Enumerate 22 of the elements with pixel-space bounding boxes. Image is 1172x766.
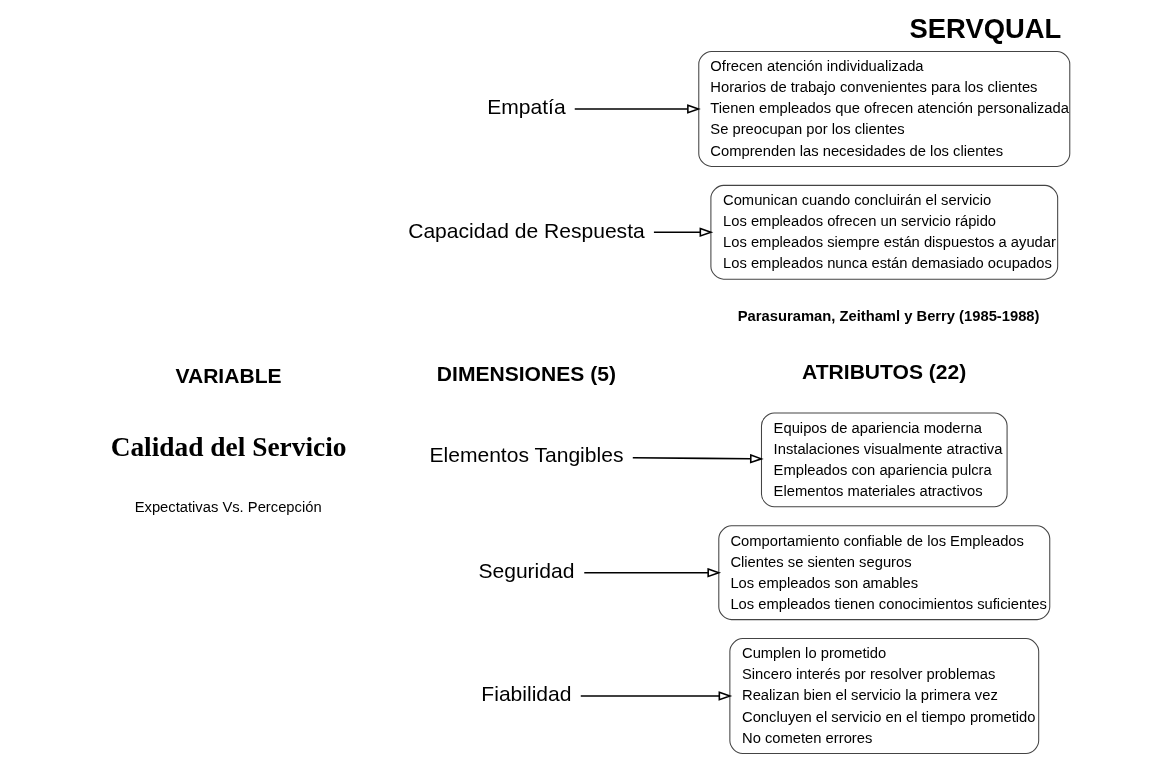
arrow	[583, 567, 722, 578]
node-box: Comunican cuando concluirán el servicio Los empleados ofrecen un servicio rápido Los empleados siempre están dispuestos a ayudar Los empleados nunca están demasiado ocupados	[710, 184, 1059, 280]
label: DIMENSIONES (5)	[436, 361, 616, 385]
node-text: Capacidad de Respuesta	[408, 218, 645, 242]
node-box: Equipos de apariencia moderna Instalaciones visualmente atractiva Empleados con apariencia pulcra Elementos materiales atractivos	[760, 412, 1008, 508]
label: VARIABLE	[175, 364, 282, 387]
node-box: Cumplen lo prometido Sincero interés por resolver problemas Realizan bien el servicio la primera vez Concluyen el servicio en el tiempo prometido No cometen errores	[729, 638, 1040, 754]
node-text: Fiabilidad	[481, 682, 572, 706]
label: Parasuraman, Zeithaml y Berry (1985-1988)	[737, 307, 1040, 324]
arrow	[653, 227, 714, 238]
label: ATRIBUTOS (22)	[802, 359, 967, 383]
node-text: Seguridad	[478, 558, 575, 582]
arrow	[573, 104, 701, 114]
node-box: Comportamiento confiable de los Empleados Clientes se sienten seguros Los empleados son amables Los empleados tienen conocimientos suficientes	[718, 525, 1051, 621]
diagram-title: SERVQUAL	[909, 12, 1062, 44]
node-box: Ofrecen atención individualizada Horarios de trabajo convenientes para los clientes Tienen empleados que ofrecen atención personalizada Se preocupan por los clientes Comprenden las necesidades de los clientes	[698, 51, 1071, 167]
arrow	[632, 453, 764, 464]
node-text: Empatía	[487, 95, 566, 119]
label: Calidad del Servicio	[110, 432, 347, 463]
node-text: Elementos Tangibles	[429, 443, 624, 467]
label: Expectativas Vs. Percepción	[134, 499, 322, 516]
arrow	[579, 691, 733, 701]
